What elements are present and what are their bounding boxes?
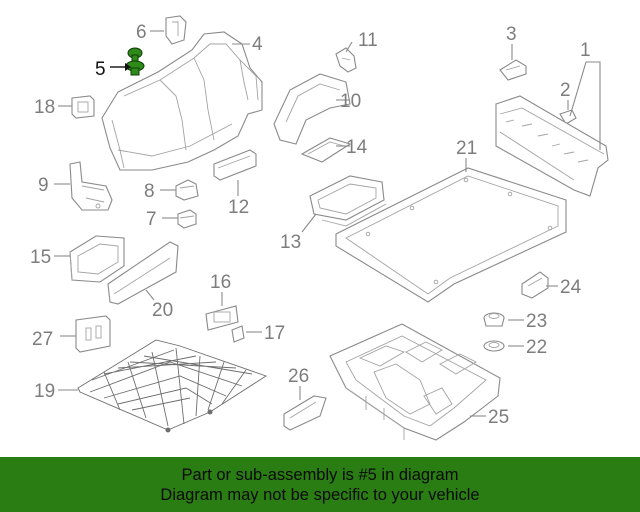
part-6-clip[interactable] [165,15,187,45]
banner-line-2: Diagram may not be specific to your vehi… [160,485,480,504]
part-5-push-pin-fastener[interactable] [125,47,145,76]
part-18-pad[interactable] [71,95,95,119]
part-16-plate[interactable] [205,305,239,331]
part-24-latch[interactable] [521,271,549,299]
part-12-strip[interactable] [213,149,257,181]
part-2-clip[interactable] [559,109,577,125]
part-9-bracket[interactable] [69,161,113,211]
callout-8[interactable]: 8 [144,181,155,202]
part-19-cargo-net[interactable] [77,339,268,433]
callout-1[interactable]: 1 [580,40,591,61]
callout-22[interactable]: 22 [526,337,547,358]
part-20-trim-strip[interactable] [107,241,179,305]
leader-20 [145,289,155,301]
parts-diagram: 6 5 4 18 9 8 [30,15,609,441]
leader-5-arrowhead [125,63,131,71]
part-14-pad[interactable] [300,137,352,163]
part-info-banner: Part or sub-assembly is #5 in diagram Di… [0,457,640,512]
callout-19[interactable]: 19 [34,381,55,402]
part-17-pad[interactable] [231,325,245,343]
leader-13 [301,213,317,233]
part-21-floor-board[interactable] [335,167,567,303]
callout-13[interactable]: 13 [280,232,301,253]
callout-23[interactable]: 23 [526,311,547,332]
part-22-grommet[interactable] [483,340,505,352]
part-25-spare-well-tray[interactable] [329,323,501,441]
callout-11[interactable]: 11 [358,30,378,51]
callout-26[interactable]: 26 [288,366,309,387]
callout-9[interactable]: 9 [38,175,49,196]
callout-7[interactable]: 7 [146,209,157,230]
leader-11 [345,41,353,53]
part-15-storage-box[interactable] [69,235,125,283]
callout-4[interactable]: 4 [252,34,263,55]
callout-27[interactable]: 27 [32,329,53,350]
part-4-trunk-side-trim[interactable] [101,31,263,171]
part-3-clip[interactable] [499,59,527,81]
callout-25[interactable]: 25 [488,407,509,428]
callout-15[interactable]: 15 [30,247,51,268]
callout-21[interactable]: 21 [456,138,477,159]
part-7-clip[interactable] [177,209,197,229]
banner-line-1: Part or sub-assembly is #5 in diagram [181,465,459,484]
callout-16[interactable]: 16 [210,272,231,293]
callout-17[interactable]: 17 [264,323,285,344]
part-8-cap[interactable] [175,179,199,201]
part-11-clip[interactable] [335,47,357,73]
callout-6[interactable]: 6 [136,22,147,43]
leader-1 [569,61,601,150]
part-13-storage-tray[interactable] [309,175,387,227]
part-26-panel[interactable] [283,395,327,431]
part-10-cover[interactable] [273,73,351,145]
callout-14[interactable]: 14 [346,137,368,158]
part-1-sill-trim[interactable] [495,95,609,197]
callout-2[interactable]: 2 [560,80,571,101]
callout-12[interactable]: 12 [228,197,249,218]
callout-3[interactable]: 3 [506,24,517,45]
callout-10[interactable]: 10 [340,91,361,112]
callout-18[interactable]: 18 [34,97,55,118]
callout-20[interactable]: 20 [152,300,173,321]
part-27-module[interactable] [75,315,111,353]
callout-24[interactable]: 24 [560,277,582,298]
callout-5[interactable]: 5 [95,59,106,80]
part-23-nut[interactable] [483,312,505,327]
